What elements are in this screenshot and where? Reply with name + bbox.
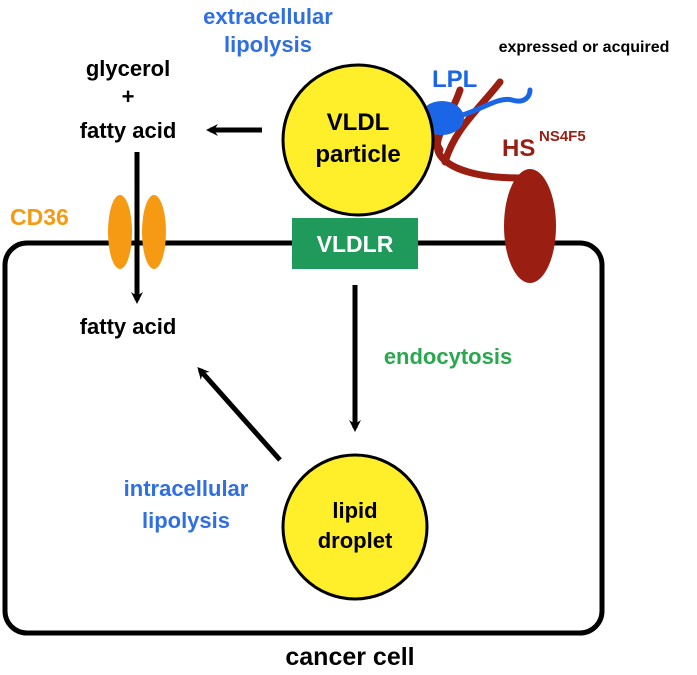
vldl-particle-label-1: VLDL <box>327 109 390 136</box>
glycerol-label: glycerol <box>86 56 170 81</box>
vldl-particle <box>281 63 435 217</box>
lpl-label: LPL <box>432 66 477 93</box>
intracellular-lipolysis-label-2: lipolysis <box>142 508 230 533</box>
lpl-enzyme <box>420 87 533 135</box>
expressed-or-acquired-label: expressed or acquired <box>499 39 670 56</box>
extracellular-lipolysis-label-1: extracellular <box>203 4 333 29</box>
cd36-label: CD36 <box>10 204 69 230</box>
fatty-acid-inside-label: fatty acid <box>80 314 177 339</box>
cancer-cell-label: cancer cell <box>285 643 414 671</box>
cd36-left-subunit <box>108 195 132 269</box>
endocytosis-label: endocytosis <box>384 344 512 369</box>
hs-superscript-label: NS4F5 <box>539 128 586 145</box>
arrow-lipolysis-to-fatty-acid <box>197 367 282 462</box>
plus-sign: + <box>122 84 135 109</box>
extracellular-lipolysis-label-2: lipolysis <box>224 32 312 57</box>
vldlr-receptor <box>292 218 418 269</box>
cd36-right-subunit <box>142 195 166 269</box>
hs-label: HS <box>502 135 535 162</box>
hs-proteoglycan-core <box>504 169 556 283</box>
vldlr-label: VLDLR <box>317 231 394 257</box>
fatty-acid-outside-label: fatty acid <box>80 118 177 143</box>
lipid-droplet-label-2: droplet <box>318 528 393 553</box>
lipid-droplet-label-1: lipid <box>332 498 377 523</box>
cd36-transporter <box>108 195 166 269</box>
intracellular-lipolysis-label-1: intracellular <box>124 476 249 501</box>
lipid-droplet <box>281 453 429 601</box>
vldl-particle-label-2: particle <box>315 141 400 168</box>
